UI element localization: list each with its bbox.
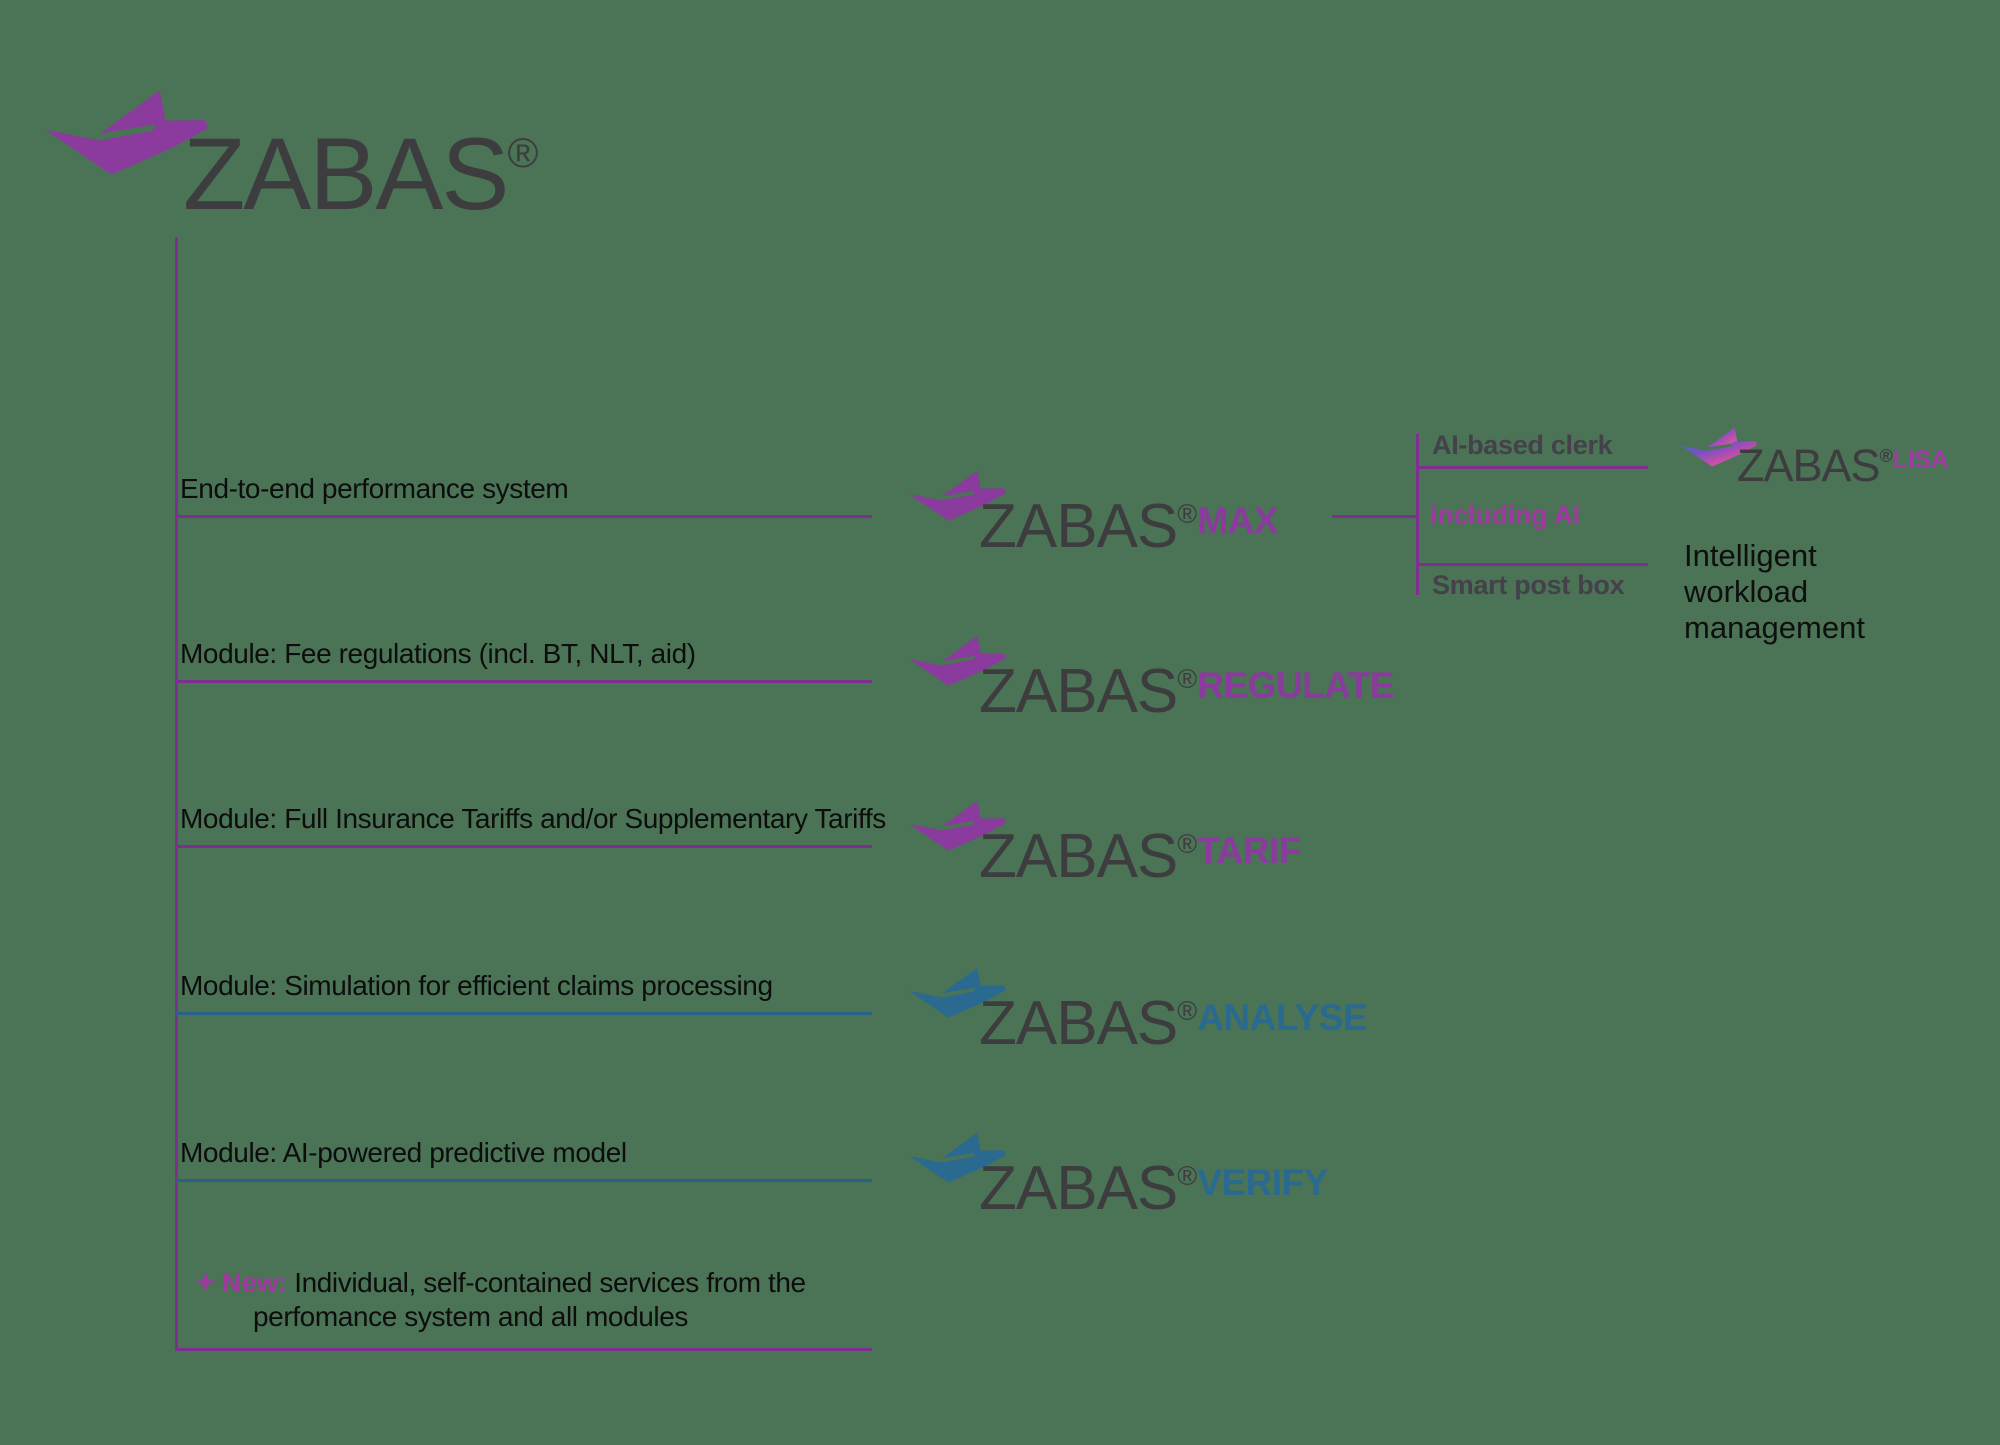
zabas-lisa-wordmark: ZABAS ® LISA [1737, 440, 1949, 491]
product-suffix: TARIF [1197, 830, 1301, 871]
bracket-line-1 [1417, 466, 1648, 469]
row-label: End-to-end performance system [180, 473, 569, 504]
zabas-max-wordmark: ZABAS ® MAX [979, 492, 1278, 561]
zabas-verify-wordmark: ZABAS ® VERIFY [979, 1154, 1328, 1223]
lisa-caption-line: workload [1684, 574, 1809, 609]
product-suffix: MAX [1197, 500, 1278, 541]
registered-trademark-icon: ® [1177, 1161, 1198, 1191]
registered-trademark-icon: ® [507, 129, 539, 176]
row-simulation: Module: Simulation for efficient claims … [175, 966, 872, 1015]
lisa-caption: Intelligent workload management [1684, 538, 1865, 646]
new-description: Individual, self-contained services from… [253, 1267, 806, 1332]
max-detail-ai-based-clerk: AI-based clerk [1432, 430, 1613, 460]
zabas-tarif-wordmark: ZABAS ® TARIF [979, 822, 1301, 891]
registered-trademark-icon: ® [1879, 446, 1893, 466]
product-name: ZABAS [979, 1154, 1178, 1223]
new-label: New: [221, 1267, 288, 1298]
row-predictive-model: Module: AI-powered predictive model [175, 1133, 872, 1182]
zabas-wordmark: ZABAS ® [183, 117, 539, 231]
row-insurance-tariffs: Module: Full Insurance Tariffs and/or Su… [175, 799, 886, 848]
lisa-caption-line: management [1684, 610, 1865, 645]
product-name: ZABAS [979, 657, 1178, 726]
plus-icon: + [197, 1266, 215, 1299]
product-name: ZABAS [1737, 440, 1881, 491]
row-new-services: + New: Individual, self-contained servic… [175, 1262, 872, 1351]
max-connector-line [1332, 515, 1417, 518]
max-detail-smart-post-box: Smart post box [1432, 570, 1625, 600]
product-suffix: VERIFY [1197, 1162, 1328, 1203]
product-name: ZABAS [979, 989, 1178, 1058]
product-suffix: ANALYSE [1197, 997, 1368, 1038]
registered-trademark-icon: ® [1177, 996, 1198, 1026]
bracket-vertical-line [1416, 434, 1419, 595]
row-label: Module: Full Insurance Tariffs and/or Su… [180, 803, 886, 834]
row-label: Module: Simulation for efficient claims … [180, 970, 773, 1001]
row-fee-regulations: Module: Fee regulations (incl. BT, NLT, … [175, 634, 872, 683]
row-performance-system: End-to-end performance system [175, 469, 872, 518]
product-zabas-verify: ZABAS ® VERIFY [905, 1119, 1425, 1229]
product-suffix: LISA [1892, 446, 1949, 474]
registered-trademark-icon: ® [1177, 499, 1198, 529]
product-name: ZABAS [979, 822, 1178, 891]
bracket-line-2 [1417, 563, 1648, 566]
product-zabas-max: ZABAS ® MAX [905, 457, 1425, 567]
registered-trademark-icon: ® [1177, 664, 1198, 694]
product-zabas-tarif: ZABAS ® TARIF [905, 787, 1425, 897]
row-label: Module: AI-powered predictive model [180, 1137, 627, 1168]
new-services-text: + New: Individual, self-contained servic… [175, 1262, 853, 1334]
product-zabas-analyse: ZABAS ® ANALYSE [905, 954, 1425, 1064]
product-name: ZABAS [979, 492, 1178, 561]
max-detail-including-ai: including AI [1430, 500, 1580, 530]
lisa-caption-line: Intelligent [1684, 538, 1817, 573]
registered-trademark-icon: ® [1177, 829, 1198, 859]
zabas-analyse-wordmark: ZABAS ® ANALYSE [979, 989, 1368, 1058]
product-suffix: REGULATE [1197, 665, 1394, 706]
product-zabas-regulate: ZABAS ® REGULATE [905, 622, 1425, 732]
zabas-regulate-wordmark: ZABAS ® REGULATE [979, 657, 1394, 726]
row-label: Module: Fee regulations (incl. BT, NLT, … [180, 638, 696, 669]
left-rail-line [175, 237, 178, 1351]
brand-name: ZABAS [183, 117, 509, 231]
